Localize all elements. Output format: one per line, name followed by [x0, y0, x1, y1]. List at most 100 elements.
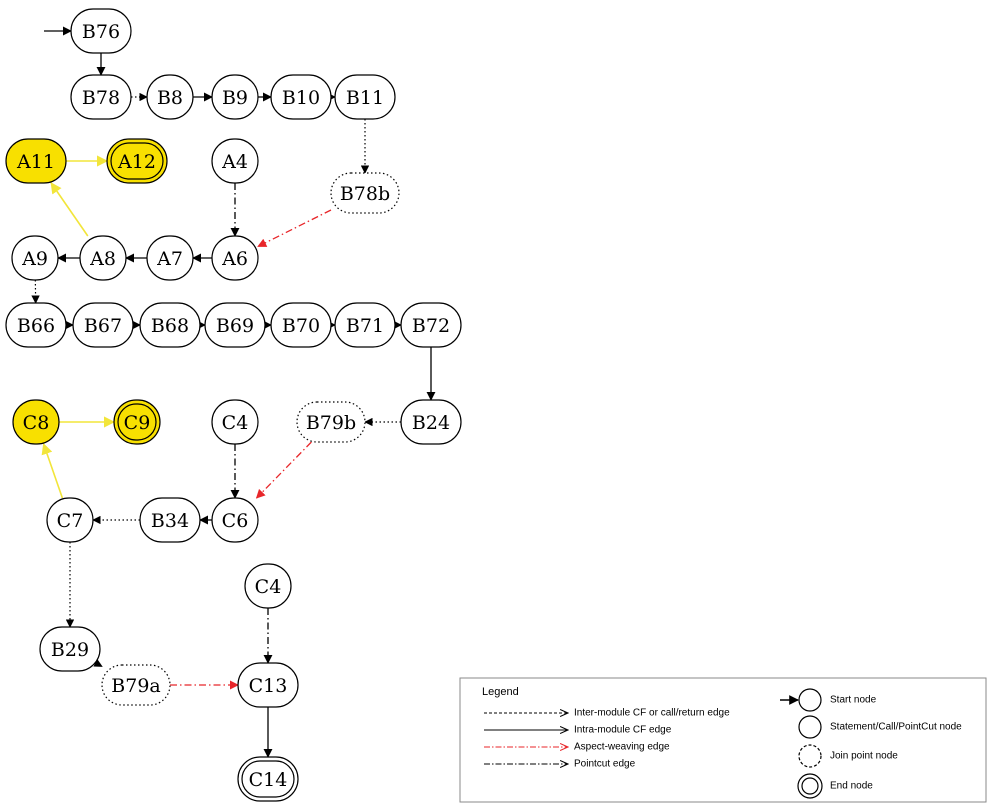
- node-label: A8: [89, 248, 116, 270]
- node-label: B29: [51, 639, 89, 661]
- node-label: B72: [412, 315, 450, 337]
- node-shape: [334, 302, 396, 348]
- node-b29: B29: [39, 626, 101, 672]
- edge-b29-to-b79a: [93, 659, 103, 667]
- node-shape: [270, 302, 332, 348]
- node-a8: A8: [79, 235, 127, 281]
- node-b78: B78: [70, 74, 132, 120]
- node-shape: [139, 497, 201, 543]
- node-b71: B71: [334, 302, 396, 348]
- node-label: C4: [255, 576, 282, 598]
- node-c9: C9: [113, 399, 161, 445]
- legend-title: Legend: [482, 686, 519, 698]
- node-a9: A9: [11, 235, 59, 281]
- node-shape: [244, 563, 292, 609]
- edge-b78b-to-a6: [257, 209, 332, 248]
- node-label: A12: [117, 151, 156, 173]
- node-label: A4: [221, 151, 248, 173]
- node-c13: C13: [237, 662, 299, 708]
- node-label: C6: [222, 510, 249, 532]
- edge-b79b-to-c6: [255, 441, 312, 499]
- node-shape: [270, 74, 332, 120]
- node-label: B70: [282, 315, 320, 337]
- edges-layer: [31, 26, 436, 758]
- node-shape: [46, 497, 94, 543]
- node-c4b: C4: [244, 563, 292, 609]
- node-label: B9: [222, 87, 248, 109]
- node-shape: [101, 664, 171, 706]
- node-label: B71: [346, 315, 384, 337]
- node-shape: [11, 235, 59, 281]
- node-label: B68: [151, 315, 189, 337]
- node-shape: [72, 302, 134, 348]
- node-shape: [237, 662, 299, 708]
- node-label: A7: [156, 248, 183, 270]
- node-shape: [211, 74, 259, 120]
- node-a4: A4: [211, 138, 259, 184]
- node-b69: B69: [204, 302, 266, 348]
- node-shape: [79, 235, 127, 281]
- node-shape: [70, 8, 132, 54]
- node-c6: C6: [211, 497, 259, 543]
- node-label: B78b: [340, 183, 390, 205]
- node-label: A6: [221, 248, 248, 270]
- legend-statement-node: [798, 715, 822, 739]
- node-label: B66: [17, 315, 55, 337]
- node-b67: B67: [72, 302, 134, 348]
- node-c7: C7: [46, 497, 94, 543]
- node-c8: C8: [12, 399, 60, 445]
- legend-start-node: [798, 688, 822, 712]
- node-shape: [400, 399, 462, 445]
- node-inner-ring: [117, 403, 157, 441]
- node-label: B11: [346, 87, 384, 109]
- edge-c7-to-c8: [41, 442, 64, 499]
- legend-label-end: End node: [830, 781, 873, 792]
- edge-a8-to-a11: [50, 182, 89, 237]
- node-b78b: B78b: [330, 172, 400, 214]
- node-label: B24: [412, 412, 450, 434]
- node-label: C14: [249, 769, 288, 791]
- legend-label-statement: Statement/Call/PointCut node: [830, 722, 962, 733]
- node-label: C4: [222, 412, 249, 434]
- node-label: B76: [82, 21, 120, 43]
- node-shape: [146, 74, 194, 120]
- legend-label-start: Start node: [830, 695, 877, 706]
- node-label: C7: [57, 510, 84, 532]
- node-c14: C14: [237, 756, 299, 802]
- node-b9: B9: [211, 74, 259, 120]
- legend-label-joinpoint: Join point node: [830, 751, 898, 762]
- node-b68: B68: [139, 302, 201, 348]
- legend-label-intra: Intra-module CF edge: [574, 725, 672, 736]
- node-shape: [39, 626, 101, 672]
- node-b70: B70: [270, 302, 332, 348]
- legend-box: [459, 677, 987, 803]
- node-label: B34: [151, 510, 189, 532]
- node-shape: [211, 399, 259, 445]
- node-label: C13: [249, 675, 288, 697]
- legend-label-pointcut: Pointcut edge: [574, 759, 636, 770]
- node-b76: B76: [70, 8, 132, 54]
- node-b24: B24: [400, 399, 462, 445]
- legend-label-aspect: Aspect-weaving edge: [574, 742, 670, 753]
- node-label: B67: [84, 315, 122, 337]
- node-label: B79a: [111, 675, 160, 697]
- node-b79a: B79a: [101, 664, 171, 706]
- node-label: B79b: [306, 412, 356, 434]
- node-b34: B34: [139, 497, 201, 543]
- node-b72: B72: [400, 302, 462, 348]
- node-shape: [296, 401, 366, 443]
- node-c4a: C4: [211, 399, 259, 445]
- node-a12: A12: [106, 138, 168, 184]
- node-a6: A6: [211, 235, 259, 281]
- node-label: B78: [82, 87, 120, 109]
- node-shape: [139, 302, 201, 348]
- node-label: A9: [21, 248, 48, 270]
- node-b79b: B79b: [296, 401, 366, 443]
- node-shape: [12, 399, 60, 445]
- legend-end-node-inner: [801, 777, 819, 795]
- node-b11: B11: [334, 74, 396, 120]
- node-label: C8: [23, 412, 50, 434]
- node-shape: [400, 302, 462, 348]
